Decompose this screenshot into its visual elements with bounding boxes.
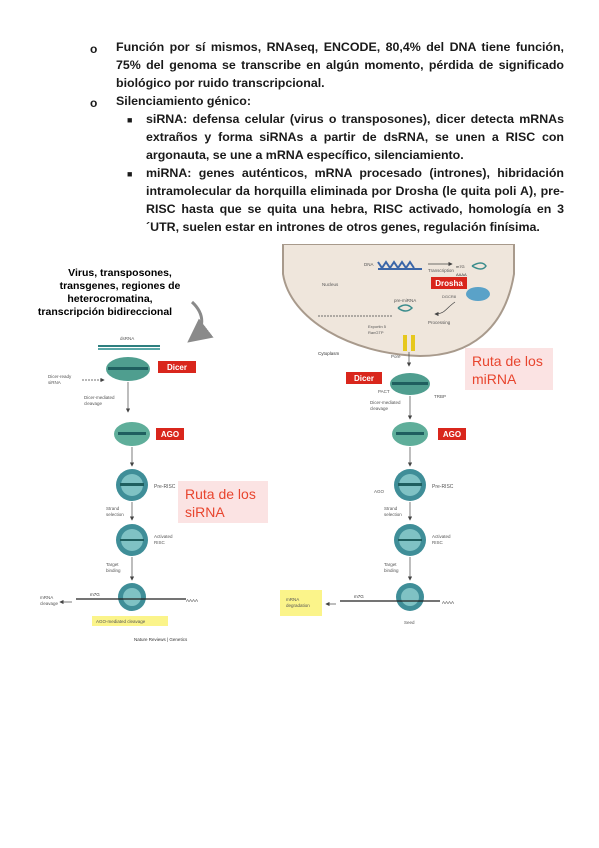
mirna-dicer-cleavage-label-2: cleavage bbox=[370, 406, 389, 411]
sirna-source-label-2: transgenes, regiones de bbox=[60, 280, 181, 292]
nucleus-label: Nucleus bbox=[322, 282, 339, 287]
sirna-source-label-4: transcripción bidireccional bbox=[38, 306, 172, 318]
nuclear-pore-icon bbox=[403, 335, 407, 351]
cytoplasm-label: Cytoplasm bbox=[318, 351, 340, 356]
mirna-polya-label: AAAA bbox=[442, 600, 454, 605]
strand-selection-label-1: Strand bbox=[106, 506, 120, 511]
pore-label: Pore bbox=[391, 354, 401, 359]
mrna-degradation-label-2: degradation bbox=[286, 603, 310, 608]
sirna-pathway: Virus, transposones, transgenes, regione… bbox=[38, 267, 268, 642]
target-binding-label-1: Target bbox=[106, 562, 119, 567]
drosha-label: Drosha bbox=[435, 279, 463, 288]
pri-mirna-hairpin-icon bbox=[471, 262, 487, 270]
mirna-ago-label: AGO bbox=[443, 430, 461, 439]
curved-arrow-icon bbox=[187, 300, 214, 343]
processing-label: Processing bbox=[428, 320, 451, 325]
subbullet-mirna: miRNA: genes auténticos, mRNA procesado … bbox=[146, 166, 564, 234]
nucleus-shape bbox=[282, 244, 515, 358]
exportin-label-1: Exportin 5 bbox=[368, 324, 387, 329]
activated-risc-label-1: Activated bbox=[154, 534, 173, 539]
rnai-pathways-figure: Virus, transposones, transgenes, regione… bbox=[38, 244, 553, 642]
mrna-degradation-box bbox=[280, 590, 322, 616]
sirna-source-label-3: heterocromatina, bbox=[67, 293, 152, 305]
sirna-source-label-1: Virus, transposones, bbox=[68, 267, 172, 279]
ago-cleavage-label: AGO-mediated cleavage bbox=[96, 619, 146, 624]
dsrna-label: dsRNA bbox=[120, 336, 134, 341]
bullet-function: Función por sí mismos, RNAseq, ENCODE, 8… bbox=[116, 40, 564, 90]
transcription-label: Transcription bbox=[428, 268, 454, 273]
pact-label: PACT bbox=[378, 389, 390, 394]
pre-mirna-label: pre-miRNA bbox=[394, 298, 416, 303]
bullet-marker: o bbox=[90, 42, 98, 56]
subbullet-sirna: siRNA: defensa celular (virus o transpos… bbox=[146, 112, 564, 162]
mirna-target-binding-label-1: Target bbox=[384, 562, 397, 567]
sirna-title-1: Ruta de los bbox=[185, 486, 256, 502]
mrna-cleavage-label-1: mRNA bbox=[40, 595, 53, 600]
sirna-title-box bbox=[178, 481, 268, 523]
sirna-title-2: siRNA bbox=[185, 504, 225, 520]
pre-mirna-hairpin-icon bbox=[397, 304, 414, 312]
mirna-title-2: miRNA bbox=[472, 371, 517, 387]
mirna-target-binding-label-2: binding bbox=[384, 568, 399, 573]
strand-selection-label-2: selection bbox=[106, 512, 124, 517]
dicer-label: Dicer bbox=[167, 363, 187, 372]
mirna-title-box bbox=[465, 348, 553, 390]
source-label: Nature Reviews | Genetics bbox=[134, 637, 188, 642]
activated-risc-label-2: RISC bbox=[154, 540, 166, 545]
primirna-cap-label: m7G bbox=[456, 264, 465, 269]
primirna-polya-label: AAAA bbox=[456, 272, 467, 277]
subbullet-marker: ■ bbox=[127, 115, 133, 125]
dicer-cleavage-label-2: cleavage bbox=[84, 401, 103, 406]
drosha-complex-icon bbox=[466, 287, 490, 301]
seed-label: Seed bbox=[404, 620, 415, 625]
dicer-ready-label-1: Dicer-ready bbox=[48, 374, 72, 379]
mirna-cap-label: m7G bbox=[354, 594, 364, 599]
mrna-degradation-label-1: mRNA bbox=[286, 597, 299, 602]
trbp-label: TRBP bbox=[434, 394, 446, 399]
bullet-marker: o bbox=[90, 96, 98, 110]
polya-label: AAAA bbox=[186, 598, 198, 603]
cap-label: m7G bbox=[90, 592, 100, 597]
subbullet-marker: ■ bbox=[127, 169, 133, 179]
dicer-ready-label-2: siRNA bbox=[48, 380, 61, 385]
mirna-dicer-label: Dicer bbox=[354, 374, 374, 383]
mirna-pathway: Nucleus DNA Transcription m7G AAAA Drosh… bbox=[280, 244, 553, 625]
dna-helix-icon bbox=[377, 260, 415, 270]
bullet-silencing: Silenciamiento génico: bbox=[116, 94, 251, 108]
ago-label: AGO bbox=[161, 430, 179, 439]
pre-risc-label: Pre-RISC bbox=[154, 484, 176, 490]
mirna-activated-risc-label-1: Activated bbox=[432, 534, 451, 539]
dgcr8-label: DGCR8 bbox=[442, 294, 457, 299]
exportin-label-2: RanGTP bbox=[368, 330, 384, 335]
mirna-strand-selection-label-1: Strand bbox=[384, 506, 398, 511]
mirna-strand-selection-label-2: selection bbox=[384, 512, 402, 517]
target-binding-label-2: binding bbox=[106, 568, 121, 573]
ago-cleavage-box bbox=[92, 616, 168, 626]
mrna-cleavage-label-2: cleavage bbox=[40, 601, 59, 606]
mirna-dicer-cleavage-label-1: Dicer-mediated bbox=[370, 400, 401, 405]
dicer-cleavage-label-1: Dicer-mediated bbox=[84, 395, 115, 400]
mirna-pre-risc-label: Pre-RISC bbox=[432, 484, 454, 490]
mirna-ago-side-label: AGO bbox=[374, 489, 385, 494]
mirna-activated-risc-label-2: RISC bbox=[432, 540, 444, 545]
dna-label: DNA bbox=[364, 262, 374, 267]
mirna-title-1: Ruta de los bbox=[472, 353, 543, 369]
